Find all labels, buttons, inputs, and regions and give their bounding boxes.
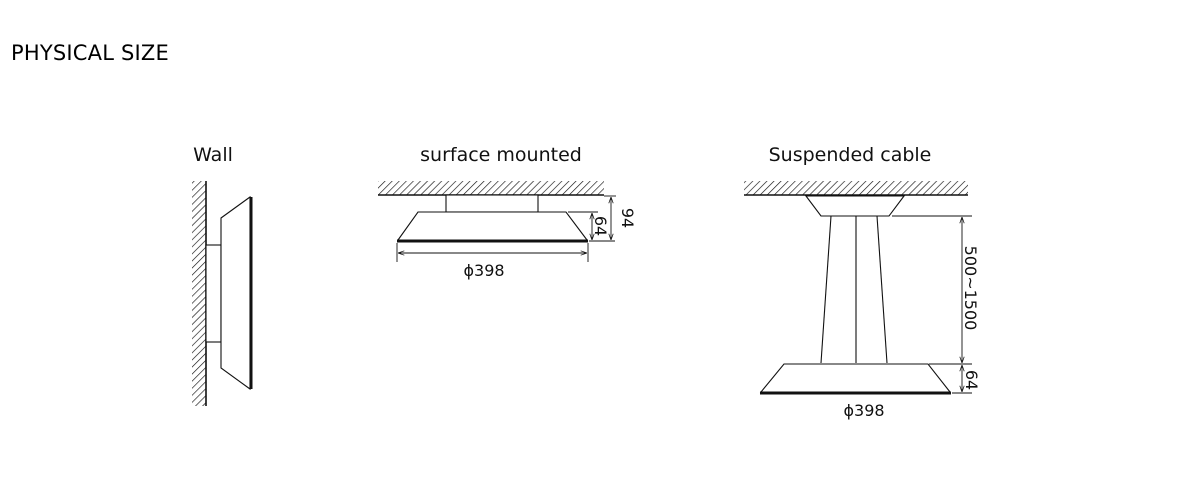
wall-lamp-body [220,195,253,391]
suspended-ceiling-hatch [744,181,968,196]
surface-view-title: surface mounted [420,144,582,166]
suspended-body-height-label: 64 [962,370,981,390]
wall-mount-base [205,244,222,343]
suspended-view-title: Suspended cable [769,144,932,166]
suspended-view: Suspended cable ϕ398 500~1500 64 [744,144,981,420]
suspended-body-height-dimension: 64 [952,365,981,394]
wall-hatch [192,181,207,406]
suspended-cable-shade [820,215,888,364]
suspended-diameter-label: ϕ398 [843,401,884,420]
suspended-cable-length-label: 500~1500 [961,246,980,331]
suspended-canopy [804,195,906,217]
surface-height-dimension: 64 94 [568,195,637,242]
wall-view-title: Wall [193,144,233,166]
surface-diameter-label: ϕ398 [463,261,504,280]
suspended-lamp-body [759,363,952,395]
surface-mount-base [445,194,539,213]
surface-total-height-label: 94 [618,208,637,228]
surface-diameter-dimension: ϕ398 [396,243,589,280]
suspended-cable-length-dimension: 500~1500 [892,215,980,365]
wall-view: Wall [192,144,253,406]
surface-ceiling-hatch [378,181,604,196]
surface-body-height-label: 64 [591,216,610,236]
page-title: PHYSICAL SIZE [11,41,169,65]
surface-view: surface mounted ϕ398 64 94 [378,144,637,280]
surface-lamp-body [396,211,589,243]
